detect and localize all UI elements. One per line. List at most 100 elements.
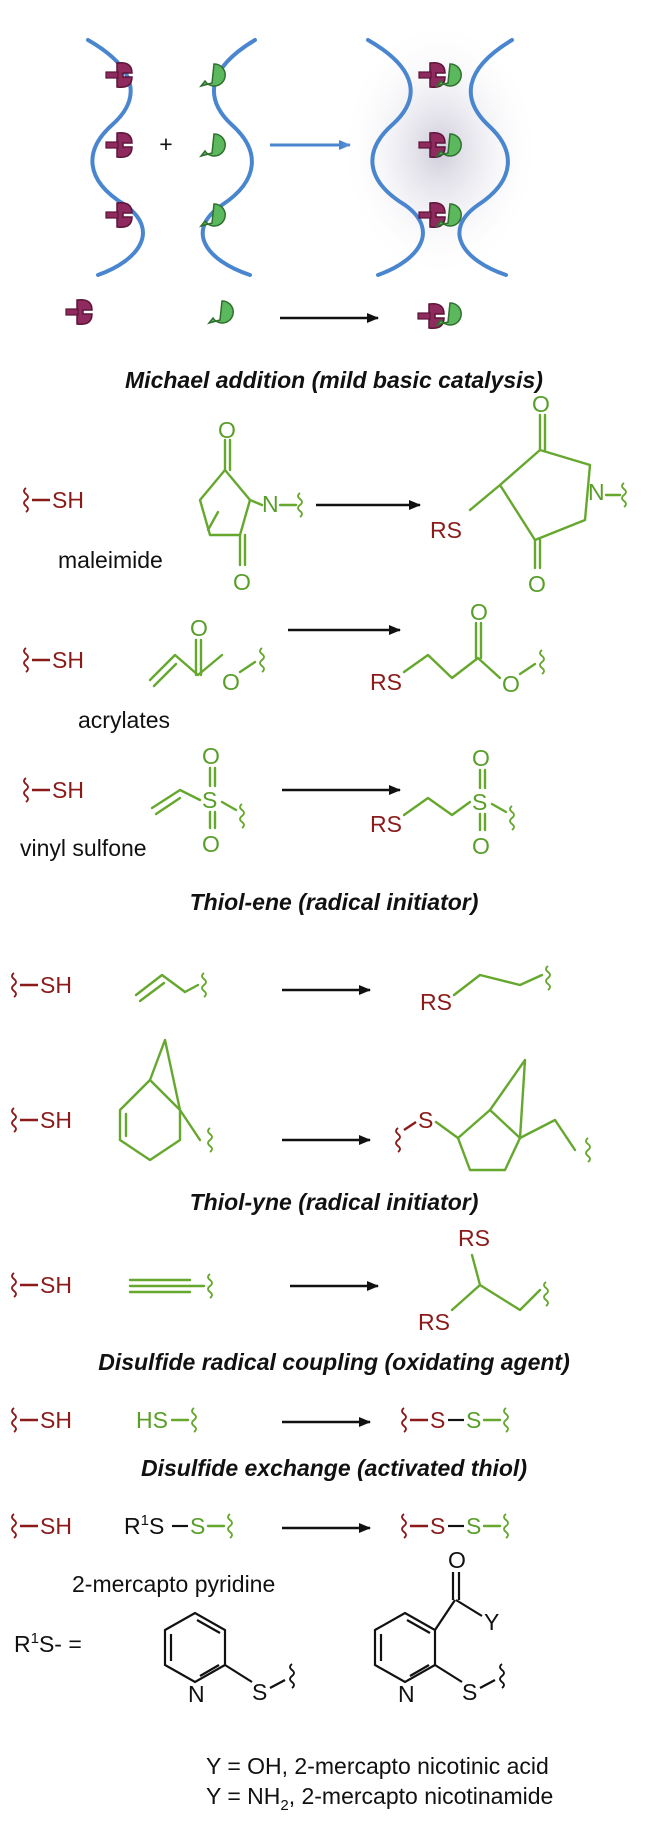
carbonyl-bond	[451, 1572, 461, 1600]
thiol-sh-label: SH	[52, 647, 84, 673]
oxygen-label: O	[470, 599, 488, 625]
wavy-bond-icon	[11, 1513, 17, 1539]
ene-drop-icon	[200, 203, 226, 227]
label-mercapto-pyridine: 2-mercapto pyridine	[72, 1571, 275, 1597]
bond	[199, 1664, 220, 1677]
thiol-cup-icon	[65, 298, 93, 326]
bond	[206, 510, 220, 532]
oxygen-label: O	[202, 831, 220, 857]
label-y-oh: Y = OH, 2-mercapto nicotinic acid	[206, 1753, 549, 1779]
thioether-rs-label: RS	[418, 1309, 450, 1335]
superscript-label: 1	[31, 1630, 39, 1647]
bond	[238, 660, 257, 674]
product-skeleton	[478, 1283, 542, 1312]
sulfur-label: S	[430, 1407, 445, 1433]
bond	[409, 1664, 430, 1677]
thiol-sh-label: SH	[40, 1407, 72, 1433]
sulfonyl-bond	[478, 812, 487, 832]
oxygen-label: O	[190, 615, 208, 641]
wavy-bond-icon	[191, 1407, 197, 1433]
polymer-chain	[457, 38, 514, 277]
nitrogen-label: N	[262, 491, 279, 517]
sulfur-label: S	[252, 1679, 267, 1705]
sulfur-label: S	[462, 1679, 477, 1705]
wavy-bond-icon	[23, 487, 29, 513]
thioether-rs-label: RS	[370, 811, 402, 837]
nicotinamide-label: , 2-mercapto nicotinamide	[289, 1783, 554, 1809]
wavy-bond-icon	[11, 972, 17, 998]
subscript-label: 2	[280, 1797, 288, 1814]
wavy-bond-icon	[543, 1281, 549, 1307]
wavy-bond-icon	[259, 647, 265, 673]
bond	[183, 983, 200, 994]
section-heading-disulfide-exchange: Disulfide exchange (activated thiol)	[141, 1455, 527, 1481]
thiol-ene-norbornene-reaction: SH S	[11, 1038, 591, 1172]
wavy-bond-icon	[621, 482, 627, 508]
sulfur-label: S	[430, 1513, 445, 1539]
carbonyl-bond	[238, 533, 247, 567]
thioether-rs-label: RS	[458, 1225, 490, 1251]
bond	[269, 1679, 286, 1689]
pyridine-ring	[373, 1611, 437, 1684]
wavy-bond-icon	[401, 1513, 407, 1539]
thiol-ene-alkene-reaction: SH RS	[11, 965, 551, 1015]
wavy-bond-icon	[503, 1513, 509, 1539]
ene-drop-icon	[208, 300, 234, 324]
oxygen-label: O	[472, 745, 490, 771]
bond	[434, 1120, 460, 1140]
bond	[455, 1599, 483, 1617]
sulfur-label: S	[202, 787, 217, 813]
section-heading-thiol-yne: Thiol-yne (radical initiator)	[190, 1189, 479, 1215]
ene-drop-icon	[200, 63, 226, 87]
thioether-rs-label: RS	[430, 517, 462, 543]
acrylate-reaction: SH O O acrylates RS O O	[23, 599, 545, 733]
unit-reaction	[65, 298, 462, 330]
wavy-bond-icon	[539, 649, 545, 675]
wavy-bond-icon	[11, 1272, 17, 1298]
wavy-bond-icon	[227, 1513, 233, 1539]
sulfur-label: S	[466, 1513, 481, 1539]
wavy-bond-icon	[23, 777, 29, 803]
bond	[490, 802, 508, 814]
oxygen-label: O	[448, 1547, 466, 1573]
thiol-yne-reaction: SH RS RS	[11, 1225, 549, 1335]
bond	[248, 498, 264, 507]
thiol-hs-label: HS	[136, 1407, 168, 1433]
network-cartoon: +	[86, 20, 540, 280]
wavy-bond-icon	[11, 1407, 17, 1433]
sulfur-label: S	[472, 789, 487, 815]
wavy-bond-icon	[207, 1273, 213, 1299]
section-heading-disulfide-radical: Disulfide radical coupling (oxidating ag…	[98, 1349, 570, 1375]
section-heading-thiol-ene: Thiol-ene (radical initiator)	[190, 889, 479, 915]
carbonyl-bond	[194, 638, 203, 677]
bond	[406, 1619, 431, 1634]
wavy-bond-icon	[11, 1107, 17, 1133]
thiol-sh-label: SH	[40, 972, 72, 998]
product-skeleton	[402, 796, 472, 817]
oxygen-label: O	[528, 571, 546, 597]
norbornane-ring	[456, 1108, 522, 1172]
wavy-bond-icon	[297, 492, 303, 518]
vinyl-sulfone-reaction: SH S O O vinyl sulfone RS S O O	[20, 743, 515, 861]
oxygen-label: O	[502, 671, 520, 697]
carbonyl-bond	[538, 413, 547, 452]
thioether-rs-label: RS	[420, 989, 452, 1015]
pyridine-ring	[163, 1611, 227, 1684]
bridge-bond	[488, 1058, 527, 1140]
sulfonyl-bond	[208, 766, 217, 788]
nitrogen-label: N	[398, 1681, 415, 1707]
oxygen-label: O	[202, 743, 220, 769]
label-maleimide: maleimide	[58, 547, 163, 573]
wavy-bond-icon	[239, 803, 245, 829]
sulfonyl-bond	[208, 810, 217, 830]
vinyl-skeleton	[150, 788, 202, 810]
thiol-sh-label: SH	[52, 487, 84, 513]
ene-drop-icon	[200, 133, 226, 157]
section-heading-michael: Michael addition (mild basic catalysis)	[125, 367, 543, 393]
wavy-bond-icon	[401, 1407, 407, 1433]
plus-sign: +	[159, 131, 172, 157]
bond	[434, 1664, 463, 1683]
disulfide-exchange-reaction: SH R1S S S S	[11, 1512, 509, 1539]
product-skeleton	[452, 973, 544, 997]
product-skeleton	[450, 1253, 482, 1312]
